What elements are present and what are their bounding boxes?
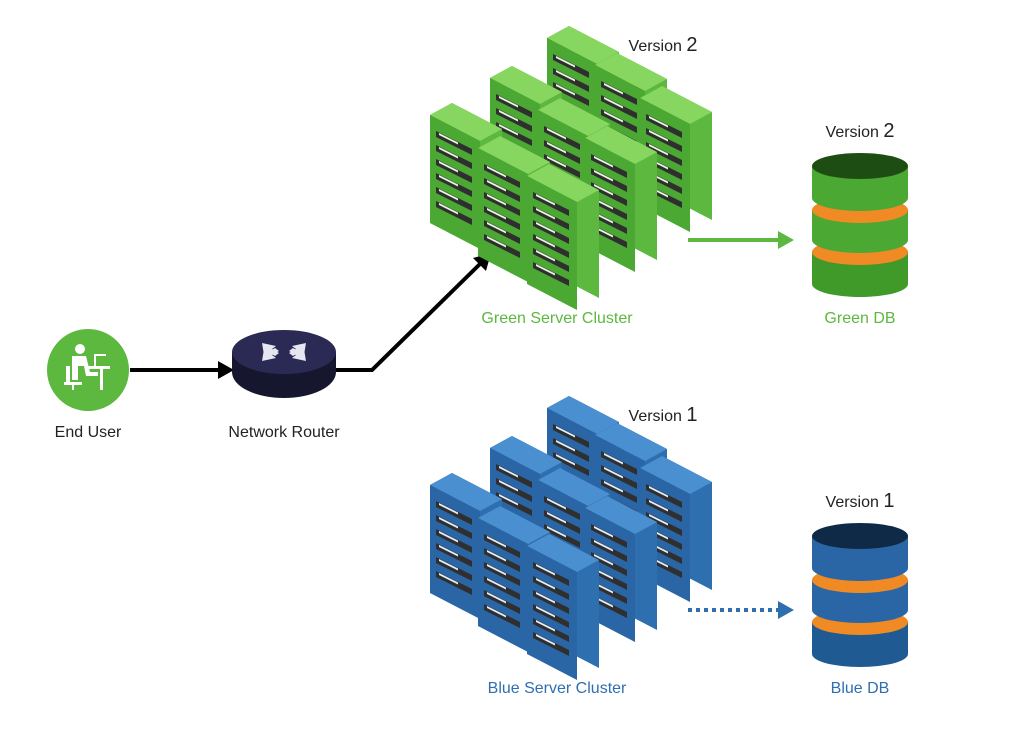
blue-db-version-label: Version 1 [825,490,895,512]
blue-server-cluster-icon [430,396,712,680]
edge-green-cluster-to-green-db [688,231,794,249]
edge-router-to-green-cluster [336,253,491,372]
user-at-desk-icon [47,329,129,411]
edge-user-to-router [130,361,234,379]
blue-db-label: Blue DB [830,680,890,697]
end-user-label: End User [54,424,122,441]
green-database-icon [812,153,908,297]
blue-database-icon [812,523,908,667]
blue-cluster-version-label: Version 1 [628,404,698,426]
blue-server-cluster-label: Blue Server Cluster [487,680,627,697]
router-icon [232,330,336,398]
green-server-cluster-icon [430,26,712,310]
green-cluster-version-label: Version 2 [628,34,698,56]
green-db-version-label: Version 2 [825,120,895,142]
edge-blue-cluster-to-blue-db [688,601,794,619]
network-router-label: Network Router [228,424,340,441]
green-db-label: Green DB [824,310,896,327]
green-server-cluster-label: Green Server Cluster [481,310,633,327]
